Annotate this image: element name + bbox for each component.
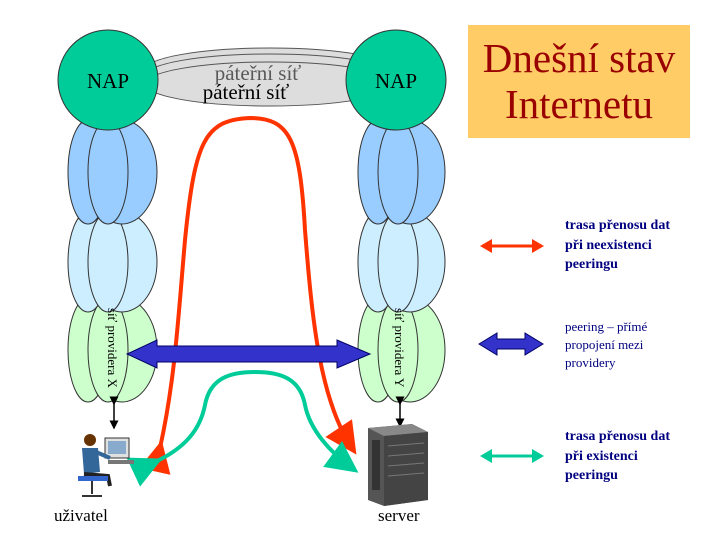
legend-line: peeringu bbox=[565, 257, 618, 273]
server-icon bbox=[368, 424, 428, 506]
backbone: páteřní síť páteřní síť bbox=[144, 47, 396, 107]
backbone-label: páteřní síť bbox=[203, 80, 290, 104]
legend-line: propojení mezi bbox=[565, 337, 644, 353]
server-label: server bbox=[378, 506, 420, 525]
backbone-hidden-label: páteřní síť bbox=[215, 61, 302, 85]
legend-line: trasa přenosu dat bbox=[565, 218, 671, 233]
provider-x-network: síť providera X bbox=[67, 119, 158, 403]
peering-link bbox=[125, 339, 372, 369]
nap-left: NAP bbox=[57, 29, 159, 131]
route-with-peering bbox=[126, 369, 359, 487]
title-line-2: Internetu bbox=[505, 80, 653, 127]
legend-line: při existenci bbox=[565, 448, 638, 464]
nap-right-label: NAP bbox=[375, 69, 417, 93]
provider-y-label: síť providera Y bbox=[392, 308, 407, 388]
provider-x-label: síť providera X bbox=[105, 308, 120, 389]
legend-arrow-red bbox=[480, 239, 544, 253]
nap-right: NAP bbox=[345, 29, 447, 131]
legend-item-no-peering: trasa přenosu dat při neexistenci peerin… bbox=[565, 216, 670, 275]
legend-item-with-peering: trasa přenosu dat při existenci peeringu bbox=[565, 427, 670, 486]
legend-line: peeringu bbox=[565, 468, 618, 484]
provider-y-network: síť providera Y bbox=[357, 119, 446, 403]
user-label: uživatel bbox=[54, 506, 108, 525]
legend-line: trasa přenosu dat bbox=[565, 429, 671, 444]
legend-arrow-blue bbox=[478, 332, 544, 356]
title-box: Dnešní stav Internetu bbox=[468, 25, 690, 138]
nap-left-label: NAP bbox=[87, 69, 129, 93]
legend-line: při neexistenci bbox=[565, 237, 652, 253]
legend-line: providery bbox=[565, 355, 616, 371]
legend-line: peering – přímé bbox=[565, 319, 648, 334]
title-line-1: Dnešní stav bbox=[482, 34, 676, 81]
legend-arrow-teal bbox=[480, 449, 544, 463]
user-icon bbox=[78, 434, 134, 497]
route-no-peering bbox=[139, 115, 357, 475]
legend-item-peering: peering – přímé propojení mezi providery bbox=[565, 318, 647, 373]
